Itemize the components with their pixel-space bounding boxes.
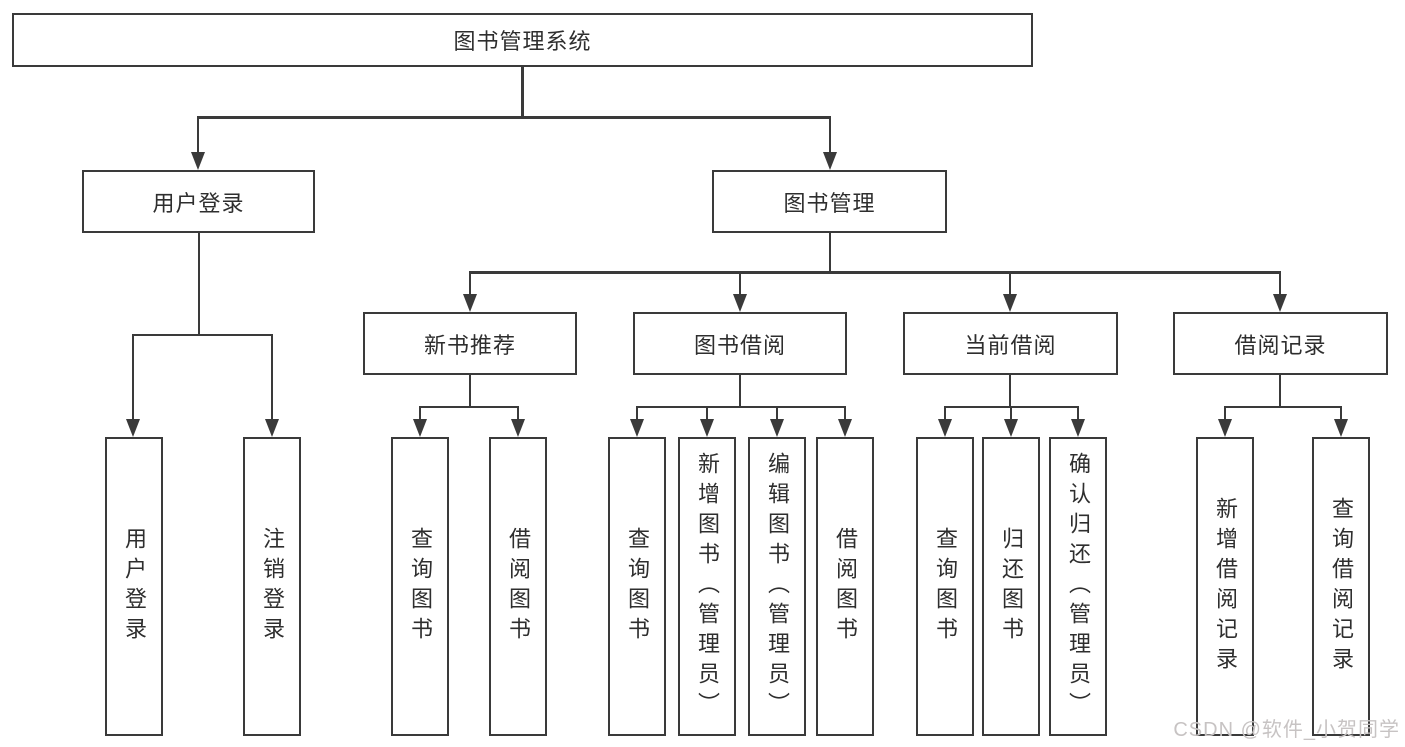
connector-drop-leaf-logout bbox=[270, 333, 274, 419]
leaf-edit-book-admin-label: 编辑图书（管理员） bbox=[765, 451, 790, 722]
connector-drop-leaf-return-book bbox=[1009, 405, 1013, 420]
connector-book-management-stub bbox=[828, 233, 832, 273]
connector-drop-leaf-edit-book bbox=[775, 405, 779, 420]
leaf-confirm-return-admin-label: 确认归还（管理员） bbox=[1066, 451, 1091, 722]
connector-drop-leaf-borrow-books-1 bbox=[516, 405, 520, 420]
leaf-logout-label: 注销登录 bbox=[260, 526, 285, 647]
leaf-query-books-current-label: 查询图书 bbox=[933, 526, 958, 647]
connector-drop-leaf-query-books-3 bbox=[943, 405, 947, 420]
connector-drop-user-login bbox=[196, 116, 200, 153]
leaf-add-borrow-record-label: 新增借阅记录 bbox=[1213, 496, 1238, 677]
connector-drop-book-borrow bbox=[738, 271, 742, 295]
leaf-borrow-books-recommend-label: 借阅图书 bbox=[506, 526, 531, 647]
node-user-login-label: 用户登录 bbox=[152, 190, 245, 216]
leaf-query-borrow-record: 查询借阅记录 bbox=[1312, 437, 1370, 736]
leaf-return-book-label: 归还图书 bbox=[999, 526, 1024, 647]
connector-borrow-records-stub bbox=[1278, 375, 1282, 407]
csdn-watermark: CSDN @软件_小贺同学 bbox=[1173, 719, 1400, 741]
connector-drop-leaf-query-books-2 bbox=[635, 405, 639, 420]
leaf-query-books-borrow: 查询图书 bbox=[608, 437, 666, 736]
node-book-borrow-label: 图书借阅 bbox=[693, 332, 786, 358]
leaf-query-books-recommend: 查询图书 bbox=[391, 437, 449, 736]
leaf-add-book-admin-label: 新增图书（管理员） bbox=[695, 451, 720, 722]
connector-user-login-stub bbox=[197, 233, 201, 335]
leaf-borrow-books-label: 借阅图书 bbox=[833, 526, 858, 647]
node-borrow-records-label: 借阅记录 bbox=[1234, 332, 1327, 358]
arrow-down-current-borrow bbox=[1003, 294, 1017, 312]
node-book-borrow: 图书借阅 bbox=[633, 312, 847, 375]
leaf-user-login-label: 用户登录 bbox=[122, 526, 147, 647]
arrow-down-borrow-records bbox=[1273, 294, 1287, 312]
node-library-system-label: 图书管理系统 bbox=[453, 29, 592, 54]
arrow-down-leaf-borrow-books-2 bbox=[838, 419, 852, 437]
node-library-system: 图书管理系统 bbox=[12, 13, 1033, 67]
connector-new-book-rail bbox=[418, 405, 520, 408]
arrow-down-user-login bbox=[191, 152, 205, 170]
arrow-down-leaf-confirm-return bbox=[1071, 419, 1085, 437]
connector-drop-leaf-user-login bbox=[131, 333, 135, 419]
node-book-management-label: 图书管理 bbox=[783, 190, 876, 216]
arrow-down-leaf-query-books-1 bbox=[413, 419, 427, 437]
leaf-query-books-recommend-label: 查询图书 bbox=[408, 526, 433, 647]
leaf-confirm-return-admin: 确认归还（管理员） bbox=[1049, 437, 1107, 736]
leaf-query-borrow-record-label: 查询借阅记录 bbox=[1329, 496, 1354, 677]
arrow-down-leaf-borrow-books-1 bbox=[511, 419, 525, 437]
connector-current-borrow-stub bbox=[1008, 375, 1012, 407]
arrow-down-new-book bbox=[463, 294, 477, 312]
node-new-book-recommend-label: 新书推荐 bbox=[423, 332, 516, 358]
arrow-down-leaf-add-book bbox=[700, 419, 714, 437]
arrow-down-leaf-query-books-3 bbox=[938, 419, 952, 437]
node-borrow-records: 借阅记录 bbox=[1173, 312, 1388, 375]
connector-drop-borrow-records bbox=[1278, 271, 1282, 295]
node-current-borrow: 当前借阅 bbox=[903, 312, 1118, 375]
connector-drop-current-borrow bbox=[1008, 271, 1012, 295]
connector-drop-leaf-add-book bbox=[705, 405, 709, 420]
connector-root-stub bbox=[521, 67, 524, 117]
leaf-add-book-admin: 新增图书（管理员） bbox=[678, 437, 736, 736]
node-current-borrow-label: 当前借阅 bbox=[964, 332, 1057, 358]
leaf-return-book: 归还图书 bbox=[982, 437, 1040, 736]
connector-drop-book-management bbox=[828, 116, 832, 153]
connector-level2-rail bbox=[468, 271, 1282, 274]
arrow-down-book-management bbox=[823, 152, 837, 170]
arrow-down-leaf-query-books-2 bbox=[630, 419, 644, 437]
connector-book-borrow-rail bbox=[635, 405, 847, 408]
arrow-down-leaf-user-login bbox=[126, 419, 140, 437]
leaf-logout: 注销登录 bbox=[243, 437, 301, 736]
arrow-down-leaf-logout bbox=[265, 419, 279, 437]
arrow-down-leaf-edit-book bbox=[770, 419, 784, 437]
connector-drop-new-book bbox=[468, 271, 472, 295]
leaf-query-books-current: 查询图书 bbox=[916, 437, 974, 736]
node-new-book-recommend: 新书推荐 bbox=[363, 312, 577, 375]
connector-drop-leaf-query-books-1 bbox=[418, 405, 422, 420]
node-user-login: 用户登录 bbox=[82, 170, 315, 233]
leaf-add-borrow-record: 新增借阅记录 bbox=[1196, 437, 1254, 736]
arrow-down-leaf-query-record bbox=[1334, 419, 1348, 437]
connector-level1-rail bbox=[196, 116, 832, 119]
leaf-borrow-books: 借阅图书 bbox=[816, 437, 874, 736]
leaf-borrow-books-recommend: 借阅图书 bbox=[489, 437, 547, 736]
connector-drop-leaf-borrow-books-2 bbox=[843, 405, 847, 420]
connector-user-login-rail bbox=[131, 333, 274, 336]
node-book-management: 图书管理 bbox=[712, 170, 947, 233]
connector-drop-leaf-query-record bbox=[1339, 405, 1343, 420]
leaf-user-login: 用户登录 bbox=[105, 437, 163, 736]
connector-borrow-records-rail bbox=[1223, 405, 1343, 408]
leaf-edit-book-admin: 编辑图书（管理员） bbox=[748, 437, 806, 736]
arrow-down-leaf-return-book bbox=[1004, 419, 1018, 437]
connector-drop-leaf-confirm-return bbox=[1076, 405, 1080, 420]
arrow-down-book-borrow bbox=[733, 294, 747, 312]
leaf-query-books-borrow-label: 查询图书 bbox=[625, 526, 650, 647]
connector-book-borrow-stub bbox=[738, 375, 742, 407]
connector-new-book-stub bbox=[468, 375, 472, 407]
arrow-down-leaf-add-record bbox=[1218, 419, 1232, 437]
connector-drop-leaf-add-record bbox=[1223, 405, 1227, 420]
